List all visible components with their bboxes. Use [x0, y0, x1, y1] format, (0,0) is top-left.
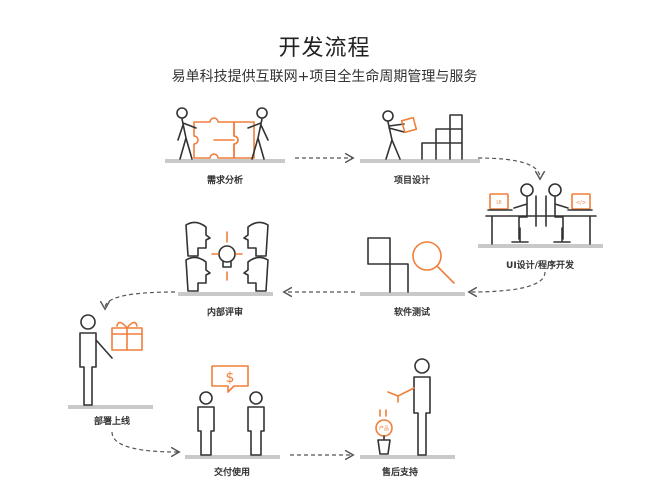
arrow-3-to-4	[470, 271, 546, 292]
step-project-design: 项目设计	[360, 110, 480, 186]
payment-handover-icon: $	[197, 365, 265, 456]
page-subtitle: 易单科技提供互联网+项目全生命周期管理与服务	[171, 69, 478, 85]
step-requirements-base	[165, 159, 285, 163]
step-support-base	[360, 455, 455, 459]
step-project-design-label: 项目设计	[394, 174, 430, 186]
plant-text: 产品	[379, 425, 389, 432]
step-review: 内部评审	[178, 221, 273, 318]
step-support: 产品 售后支持	[360, 358, 455, 478]
step-testing-label: 软件测试	[394, 306, 430, 318]
puzzle-team-icon	[176, 107, 269, 160]
step-review-base	[178, 292, 273, 296]
step-delivery: $ 交付使用	[185, 365, 280, 478]
magnifier-test-icon	[367, 237, 455, 293]
step-review-label: 内部评审	[207, 306, 243, 318]
step-deployment-label: 部署上线	[94, 415, 130, 427]
page-title: 开发流程	[278, 36, 371, 61]
step-deployment-base	[68, 405, 153, 409]
laptop-right-text: </>	[576, 200, 586, 206]
step-requirements: 需求分析	[165, 107, 285, 186]
arrow-2-to-3	[477, 157, 540, 178]
step-delivery-base	[185, 455, 280, 459]
step-testing: 软件测试	[360, 237, 465, 318]
developers-desk-icon: UI </>	[485, 183, 597, 245]
step-development-label: UI设计/程序开发	[506, 259, 575, 271]
step-testing-base	[360, 292, 465, 296]
svg-text:$: $	[226, 370, 235, 386]
step-development: UI </> UI设计/程序开发	[478, 183, 603, 271]
step-project-design-base	[360, 159, 480, 163]
arrow-5-to-6	[105, 291, 176, 308]
step-support-label: 售后支持	[381, 466, 418, 478]
step-deployment: 部署上线	[68, 314, 153, 427]
building-blocks-icon	[382, 110, 463, 160]
step-development-base	[478, 244, 603, 248]
arrow-6-to-7	[111, 431, 178, 452]
gift-delivery-icon	[79, 314, 143, 406]
laptop-left-text: UI	[496, 200, 501, 206]
review-heads-icon	[185, 221, 269, 292]
step-requirements-label: 需求分析	[207, 174, 243, 186]
plant-watering-icon: 产品	[375, 358, 431, 456]
step-delivery-label: 交付使用	[214, 466, 250, 478]
